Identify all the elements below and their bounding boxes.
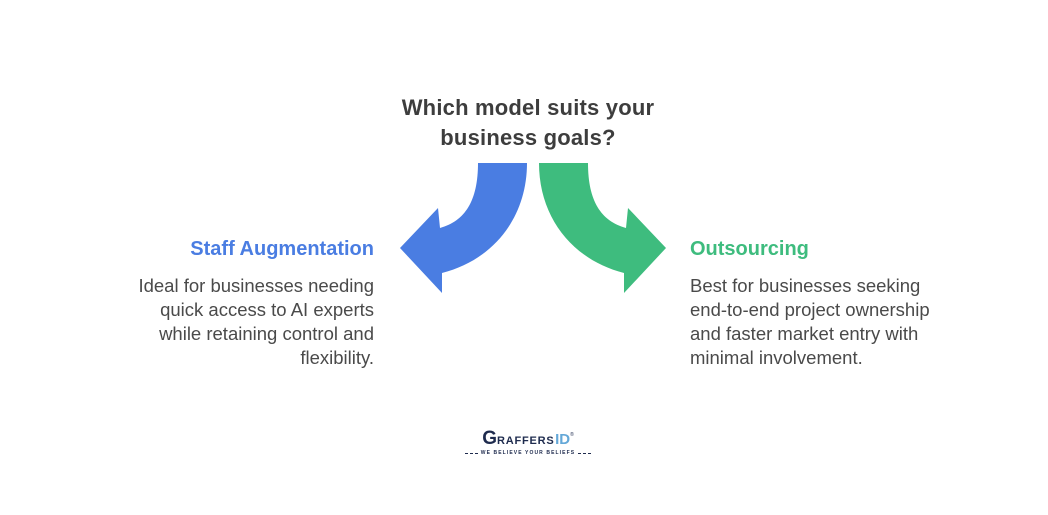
staff-augmentation-line-1: Ideal for businesses needing — [138, 275, 374, 296]
logo-text-raffers: RAFFERS — [497, 435, 555, 447]
right-curved-arrow-icon — [539, 163, 666, 293]
outsourcing-block: Outsourcing Best for businesses seeking … — [690, 236, 992, 370]
left-curved-arrow-icon — [400, 163, 527, 293]
tagline-left-rule — [464, 452, 478, 454]
graffersid-tagline-row: WE BELIEVE YOUR BELIEFS — [448, 450, 608, 456]
page-title-line-2: business goals? — [440, 125, 616, 150]
outsourcing-line-1: Best for businesses seeking — [690, 275, 921, 296]
page-title: Which model suits your business goals? — [328, 93, 728, 153]
tagline-right-rule — [578, 452, 592, 454]
graffersid-tagline: WE BELIEVE YOUR BELIEFS — [480, 450, 576, 456]
outsourcing-description: Best for businesses seeking end-to-end p… — [690, 274, 992, 370]
split-arrows-graphic — [400, 163, 666, 293]
staff-augmentation-line-2: quick access to AI experts — [160, 299, 374, 320]
staff-augmentation-line-4: flexibility. — [300, 347, 374, 368]
logo-text-id: ID — [555, 431, 571, 448]
page-title-line-1: Which model suits your — [401, 95, 655, 120]
outsourcing-heading: Outsourcing — [690, 238, 809, 260]
outsourcing-line-2: end-to-end project ownership — [690, 299, 930, 320]
staff-augmentation-block: Staff Augmentation Ideal for businesses … — [72, 236, 374, 370]
staff-augmentation-line-3: while retaining control and — [159, 323, 374, 344]
registered-trademark-icon: ® — [570, 432, 574, 438]
outsourcing-line-4: minimal involvement. — [690, 347, 863, 368]
logo-initial-g: G — [482, 428, 498, 449]
staff-augmentation-description: Ideal for businesses needing quick acces… — [72, 274, 374, 370]
outsourcing-line-3: and faster market entry with — [690, 323, 919, 344]
staff-augmentation-heading: Staff Augmentation — [190, 238, 374, 260]
